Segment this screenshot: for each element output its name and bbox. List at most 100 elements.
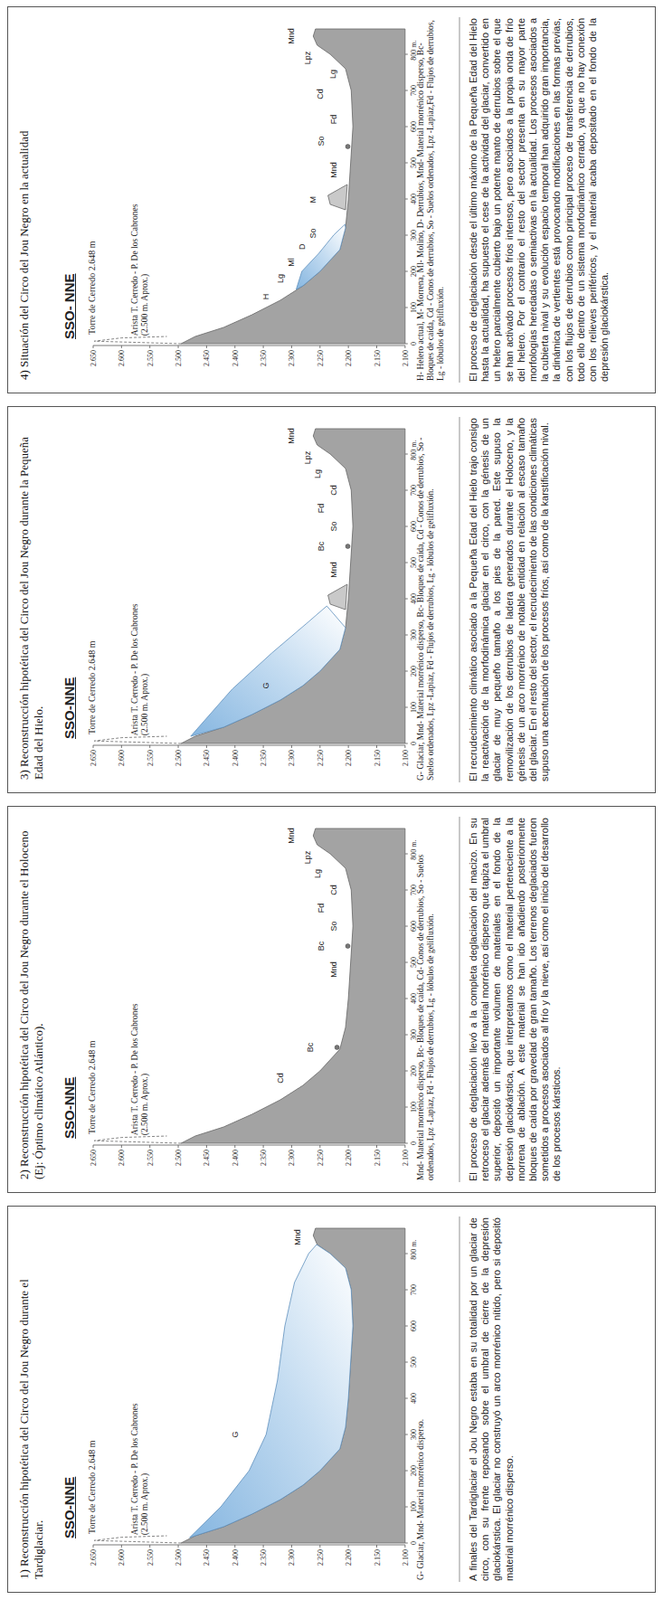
elevation-tick: 2.150 [372,350,381,367]
rock-profile [180,828,406,1144]
elevation-tick: 2.550 [145,1549,154,1566]
axis-tick [263,1544,265,1548]
axis-tick [291,1544,293,1548]
elevation-tick: 2.350 [259,749,268,767]
axis-tick [405,598,408,600]
axis-tick [121,745,123,749]
elevation-tick: 2.150 [372,1549,381,1566]
axis-tick [178,345,180,349]
section-orientation: SSO-NNE [61,1077,77,1139]
axis-tick [234,745,236,749]
axis-tick [405,54,408,56]
axis-tick [376,345,378,349]
elevation-tick: 2.400 [230,1549,239,1566]
axis-tick [404,345,406,349]
distance-tick: 400 [409,1392,418,1404]
elevation-tick: 2.500 [174,749,183,767]
axis-tick [234,345,236,349]
panel-heading: 4) Situación del Circo del Jou Negro en … [17,19,32,380]
elevation-tick: 2.200 [344,1149,353,1166]
rock-profile [180,28,406,344]
axis-tick [93,345,95,349]
elevation-axis [93,745,406,747]
elevation-tick: 2.600 [117,1549,126,1566]
ridge-label: Arista T. Cerredo - P. De los Cabrones (… [130,199,151,336]
elevation-tick: 2.100 [400,749,409,767]
axis-tick [149,1145,151,1148]
elevation-tick: 2.200 [344,350,353,367]
axis-tick [405,1543,408,1544]
ridge-label: Arista T. Cerredo - P. De los Cabrones (… [130,1399,151,1535]
elevation-tick: 2.600 [117,350,126,367]
axis-tick [405,454,408,455]
axis-tick [263,345,265,349]
axis-tick [178,745,180,749]
panel-description: El proceso de deglaciación llevó a la co… [467,817,564,1182]
elevation-tick: 2.550 [145,350,154,367]
peak-label: Torre de Cerredo 2.648 m [86,641,97,735]
axis-tick [405,90,408,92]
peak-outline [94,336,181,344]
panel-art [93,1216,460,1582]
axis-tick [405,853,408,855]
landform-code: Mnd [293,1229,303,1246]
axis-tick [234,1145,236,1148]
separator-line [459,17,461,383]
axis-tick [405,890,408,891]
landform-code: Lpz [303,51,313,66]
landform-code: So [308,227,318,238]
moraine-ridge [328,184,348,210]
fallen-block [345,144,351,150]
axis-tick [405,1362,408,1364]
elevation-tick: 2.600 [117,1149,126,1166]
axis-tick [405,1470,408,1472]
elevation-tick: 2.200 [344,1549,353,1566]
axis-tick [263,745,265,749]
axis-tick [319,745,321,749]
panel-heading: 1) Reconstrucción hipotética del Circo d… [17,1219,48,1580]
axis-tick [121,1544,123,1548]
rock-profile [180,1228,406,1544]
elevation-tick: 2.100 [400,350,409,367]
landform-code: So [329,520,339,531]
separator-line [459,1216,461,1582]
axis-tick [376,1544,378,1548]
elevation-tick: 2.400 [230,1149,239,1166]
axis-tick [178,1544,180,1548]
elevation-tick: 2.300 [287,749,296,767]
axis-tick [93,1145,95,1148]
separator-line [459,816,461,1183]
separator-line [459,416,461,783]
axis-tick [405,271,408,273]
axis-tick [291,745,293,749]
axis-tick [348,745,350,749]
axis-tick [149,1544,151,1548]
landform-code: Lpz [303,451,313,465]
axis-tick [405,1070,408,1072]
elevation-tick: 2.500 [174,350,183,367]
legend-note: G- Glaciar, Mnd- Material morrénico disp… [416,1218,427,1581]
panel-box: 1) Reconstrucción hipotética del Circo d… [7,1205,656,1593]
peak-label: Torre de Cerredo 2.648 m [86,1440,97,1535]
landform-code: Cd [329,884,339,896]
axis-tick [405,707,408,709]
fallen-block [345,944,351,949]
axis-tick [404,1145,406,1148]
elevation-tick: 2.300 [287,1149,296,1166]
axis-tick [405,562,408,564]
ridge-label: Arista T. Cerredo - P. De los Cabrones (… [130,599,151,736]
landform-code: Mnd [329,561,339,578]
landform-code: Mnd [286,427,296,445]
distance-tick: 700 [409,1284,418,1296]
elevation-tick: 2.250 [315,1149,324,1166]
glacier-shape [189,1244,354,1538]
rock-profile [180,428,406,744]
axis-tick [405,126,408,128]
elevation-tick: 2.150 [372,749,381,767]
axis-tick [405,526,408,528]
landform-code: Fd [316,903,326,914]
elevation-tick: 2.300 [287,1549,296,1566]
axis-tick [348,1544,350,1548]
elevation-tick: 2.450 [202,1549,211,1566]
axis-tick [263,1145,265,1148]
